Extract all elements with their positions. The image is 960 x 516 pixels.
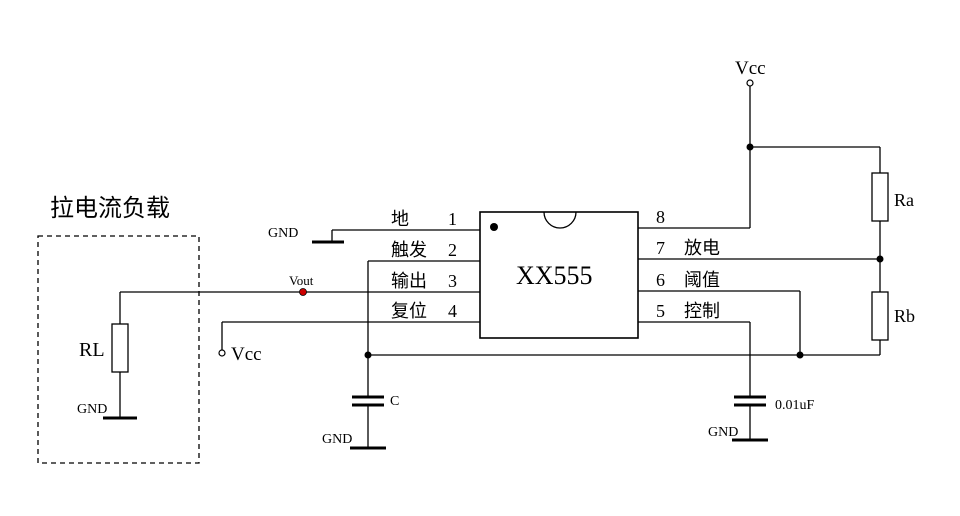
junction-dot [796,351,804,359]
vcc-left-terminal [218,349,226,357]
gnd-cap-c-label: GND [322,432,352,447]
rl-resistor [111,323,129,373]
rb-resistor [871,291,889,341]
pin1-name: 地 [391,209,409,230]
load-title: 拉电流负载 [50,194,170,222]
junction-dot [364,351,372,359]
chip-notch [543,211,577,229]
junction-dot [746,143,754,151]
pin4-name: 复位 [391,301,427,322]
pin3-name: 输出 [391,271,427,292]
pin1-indicator-dot [490,223,498,231]
pin7-name: 放电 [684,238,720,259]
ra-label: Ra [894,190,914,210]
chip-body [479,211,639,339]
gnd-rl-label: GND [77,402,107,417]
vout-dot [299,288,307,296]
gnd-cap-001-label: GND [708,425,738,440]
pin2-name: 触发 [391,240,427,261]
load-box [37,235,200,464]
pin6-number: 6 [656,270,665,290]
rl-label: RL [79,339,105,361]
pin5-number: 5 [656,301,665,321]
pin5-name: 控制 [684,301,720,322]
vcc-top-label: Vcc [735,58,766,79]
pin1-number: 1 [448,209,457,229]
pin8-number: 8 [656,207,665,227]
pin7-number: 7 [656,238,665,258]
junction-dot [876,255,884,263]
vcc-left-label: Vcc [231,344,262,365]
pin6-name: 阈值 [684,270,720,291]
pin3-number: 3 [448,271,457,291]
pin4-number: 4 [448,301,457,321]
cap-c-label: C [390,394,399,409]
ra-resistor [871,172,889,222]
vout-label: Vout [289,273,314,288]
rb-label: Rb [894,306,915,326]
gnd-pin1-label: GND [268,226,298,241]
vcc-top-terminal [746,79,754,87]
chip-name: XX555 [516,261,593,290]
cap-001-label: 0.01uF [775,398,815,413]
pin2-number: 2 [448,240,457,260]
